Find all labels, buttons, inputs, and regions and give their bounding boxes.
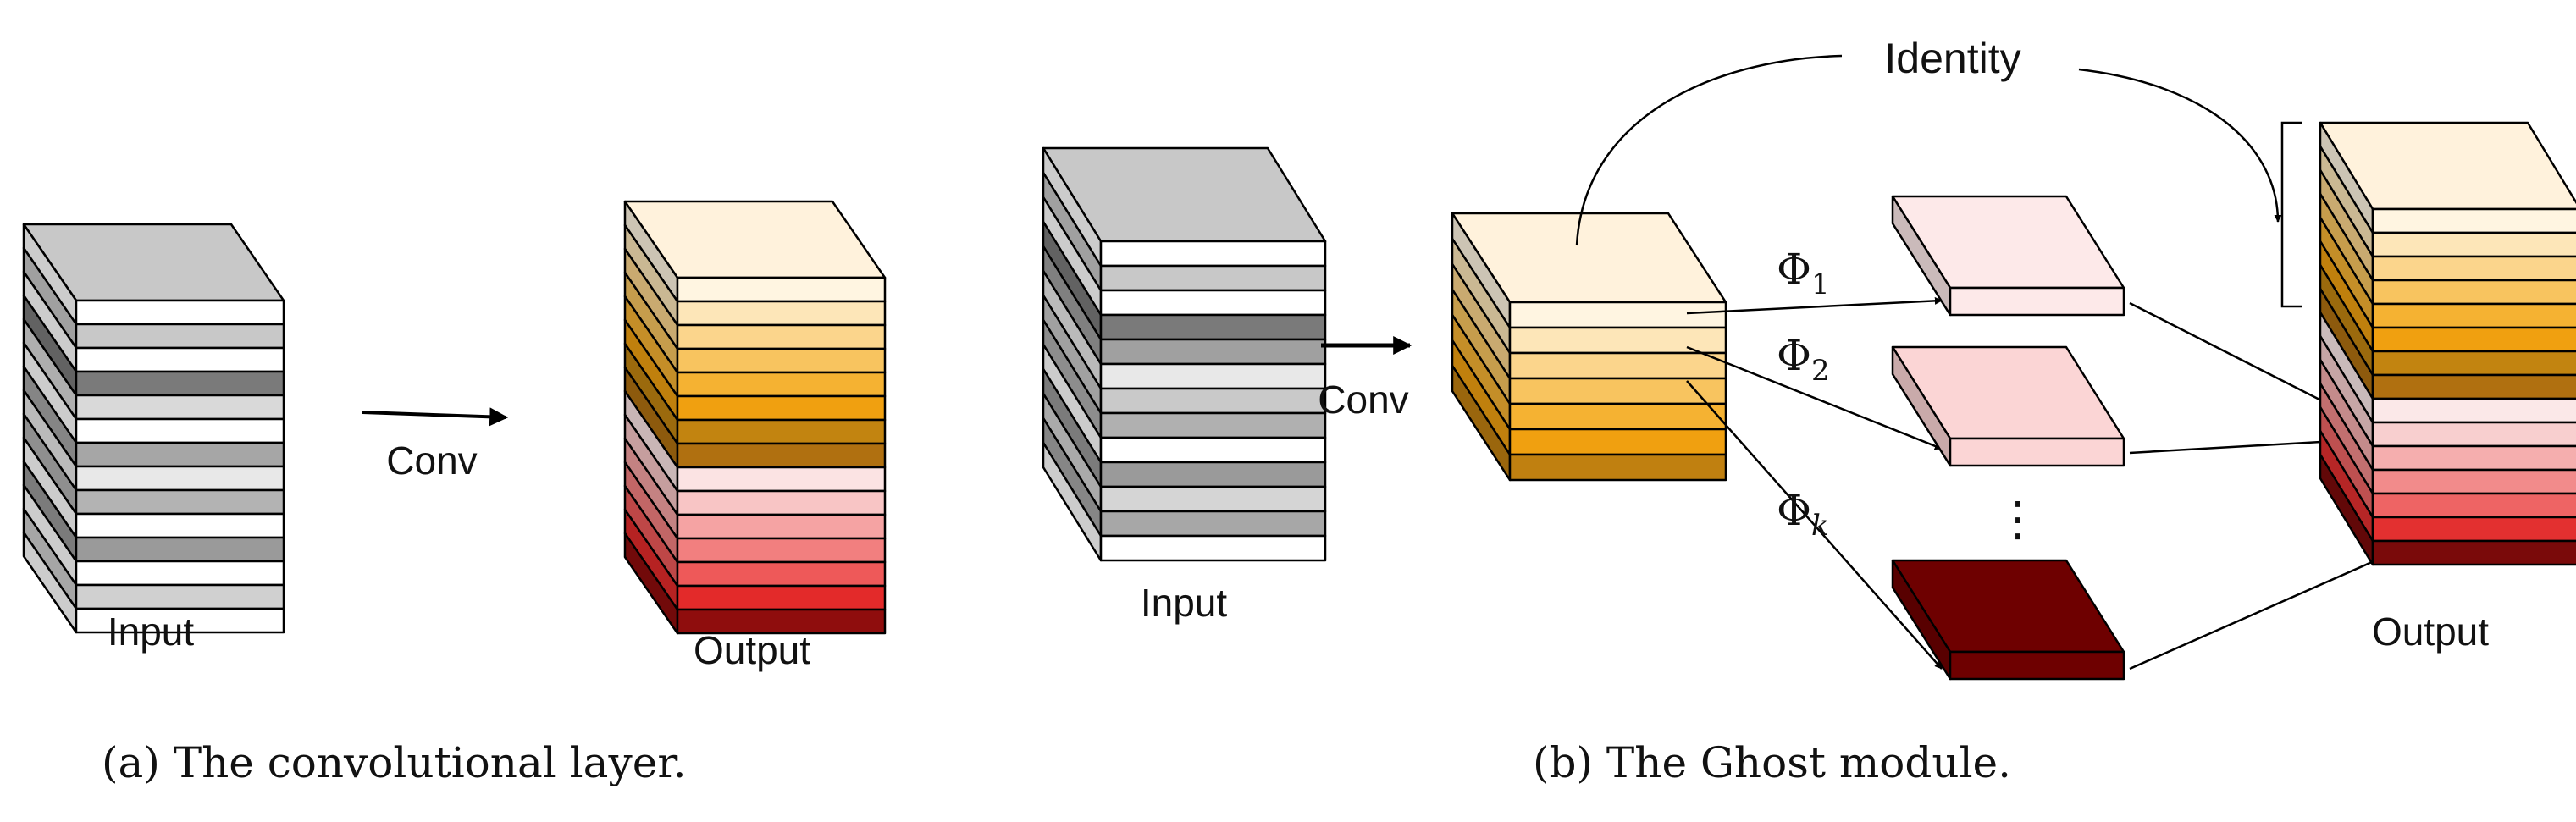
stack-front-layer (75, 465, 285, 492)
stack-front-layer (2371, 231, 2576, 258)
panel-b-intrinsic-feature-stack (1451, 212, 1727, 482)
stack-front-layer (75, 417, 285, 444)
stack-front-layer (75, 488, 285, 516)
slab-front-face (1949, 650, 2125, 681)
ghost-k-to-output-arrow (2129, 557, 2380, 670)
stack-front-layer (676, 394, 887, 422)
ghost-feature-map-1 (1891, 195, 2125, 317)
phi-2-label: Φ2 (1777, 331, 1830, 388)
stack-front-layer (1099, 362, 1327, 390)
stack-front-layer (676, 608, 887, 635)
stack-front-layer (75, 441, 285, 468)
phi-2-arrow (1686, 345, 1943, 450)
stack-front-layer (2371, 255, 2576, 282)
panel-b-input-stack (1042, 146, 1327, 562)
stack-front-layer (2371, 516, 2576, 543)
stack-front-layer (676, 323, 887, 350)
panel-a-conv-label: Conv (386, 439, 477, 483)
identity-label: Identity (1884, 35, 2020, 82)
phi-1-label: Φ1 (1777, 245, 1830, 301)
stack-front-layer (2371, 326, 2576, 353)
panel-a-conv-arrow (362, 407, 509, 427)
panel-b-caption: (b) The Ghost module. (1533, 738, 2011, 787)
stack-front-layer (1099, 411, 1327, 439)
stack-front-layer (1508, 453, 1727, 482)
stack-front-layer (1099, 313, 1327, 341)
stack-front-layer (1099, 338, 1327, 366)
stack-front-layer (1099, 436, 1327, 464)
stack-front-layer (1099, 510, 1327, 538)
stack-front-layer (75, 607, 285, 634)
panel-a: Input Conv Output (a) The convolutional … (22, 200, 887, 787)
panel-a-output-label: Output (694, 628, 810, 672)
stack-front-layer (75, 299, 285, 326)
panel-a-caption: (a) The convolutional layer. (102, 738, 687, 787)
stack-front-layer (1099, 461, 1327, 488)
slab-front-face (1949, 437, 2125, 467)
panel-b-output-stack (2319, 121, 2576, 566)
stack-front-layer (1508, 402, 1727, 431)
stack-front-layer (1508, 377, 1727, 405)
stack-front-layer (75, 323, 285, 350)
stack-front-layer (75, 512, 285, 539)
stack-front-layer (676, 371, 887, 398)
identity-curve-left (1575, 54, 1843, 246)
panel-b-output-label: Output (2372, 610, 2489, 654)
stack-front-layer (676, 418, 887, 445)
stack-front-layer (676, 560, 887, 588)
stack-front-layer (2371, 492, 2576, 519)
stack-front-layer (676, 442, 887, 469)
stack-front-layer (676, 276, 887, 303)
stack-front-layer (676, 537, 887, 564)
stack-front-layer (1508, 351, 1727, 380)
stack-front-layer (2371, 207, 2576, 234)
stack-front-layer (1099, 534, 1327, 562)
stack-front-layer (676, 489, 887, 516)
stack-front-layer (2371, 397, 2576, 424)
panel-a-input-stack (22, 223, 285, 634)
panel-a-output-stack (623, 200, 887, 635)
ghost-ellipsis: ⋮ (1994, 492, 2042, 545)
stack-front-layer (2371, 350, 2576, 377)
stack-front-layer (2371, 539, 2576, 566)
stack-front-layer (2371, 468, 2576, 495)
stack-front-layer (676, 347, 887, 374)
identity-curve-right (2078, 68, 2282, 223)
stack-front-layer (75, 536, 285, 563)
stack-front-layer (2371, 444, 2576, 472)
ghost-feature-map-k (1891, 559, 2125, 681)
stack-front-layer (676, 584, 887, 611)
stack-front-layer (75, 583, 285, 610)
stack-front-layer (1099, 289, 1327, 317)
phi-1-arrow (1686, 296, 1943, 315)
stack-front-layer (1508, 301, 1727, 329)
stack-front-layer (2371, 373, 2576, 400)
stack-front-layer (2371, 421, 2576, 448)
stack-front-layer (1508, 428, 1727, 456)
stack-front-layer (1099, 387, 1327, 415)
stack-front-layer (676, 466, 887, 493)
phi-k-label: Φk (1777, 486, 1829, 543)
stack-front-layer (2371, 302, 2576, 329)
stack-front-layer (2371, 279, 2576, 306)
phi-k-arrow (1686, 380, 1943, 670)
stack-front-layer (75, 346, 285, 373)
stack-front-layer (676, 513, 887, 540)
panel-b-input-label: Input (1141, 581, 1228, 625)
stack-front-layer (75, 560, 285, 587)
stack-front-layer (75, 394, 285, 421)
identity-bracket (2280, 121, 2302, 308)
stack-front-layer (676, 300, 887, 327)
panel-b: Input Conv Identity Φ1 Φ2 Φk ⋮ Output (b… (1042, 35, 2576, 787)
stack-front-layer (75, 370, 285, 397)
stack-front-layer (1099, 264, 1327, 292)
panel-a-input-label: Input (108, 610, 195, 654)
stack-front-layer (1099, 240, 1327, 268)
slab-front-face (1949, 286, 2125, 317)
stack-front-layer (1099, 485, 1327, 513)
panel-b-conv-label: Conv (1318, 378, 1408, 422)
ghost-feature-map-2 (1891, 345, 2125, 467)
